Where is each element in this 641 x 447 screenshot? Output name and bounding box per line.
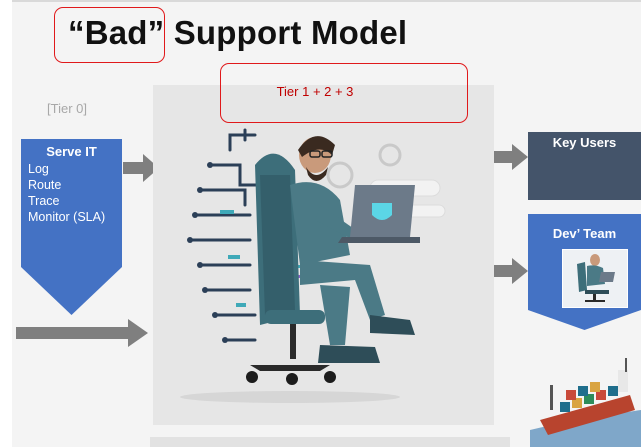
dev-team-label: Dev’ Team [552, 226, 617, 241]
right-arrow-icon [492, 258, 528, 284]
serve-it-chevron-shape [21, 139, 122, 315]
serve-it-title: Serve IT [46, 144, 97, 159]
right-arrow-icon [123, 154, 159, 182]
right-arrow-icon [16, 319, 148, 347]
window-left-edge [0, 0, 12, 447]
serve-it-shape: Serve IT Log Route Trace Monitor (SLA) [21, 139, 122, 315]
tier-1-2-3-label: Tier 1 + 2 + 3 [276, 84, 354, 99]
key-users-label: Key Users [552, 135, 617, 150]
tier-1-2-3-highlight-box [220, 63, 468, 123]
slide-bottom-edge [150, 437, 510, 447]
serve-it-item: Monitor (SLA) [28, 210, 106, 224]
serve-it-item: Trace [28, 194, 60, 208]
developer-laptop-illustration [180, 128, 446, 403]
tier0-label: [Tier 0] [47, 101, 87, 116]
right-arrow-icon [492, 144, 528, 170]
dev-team-thumbnail [562, 249, 628, 308]
key-users-shape [528, 132, 641, 200]
serve-it-item: Route [28, 178, 62, 192]
slide-title: “Bad” Support Model [68, 14, 408, 51]
cargo-ship-image [530, 350, 641, 447]
developer-thumbnail-icon [577, 254, 615, 302]
window-top-edge [0, 0, 641, 2]
title-highlight-box [54, 7, 165, 63]
serve-it-item: Log [28, 162, 49, 176]
